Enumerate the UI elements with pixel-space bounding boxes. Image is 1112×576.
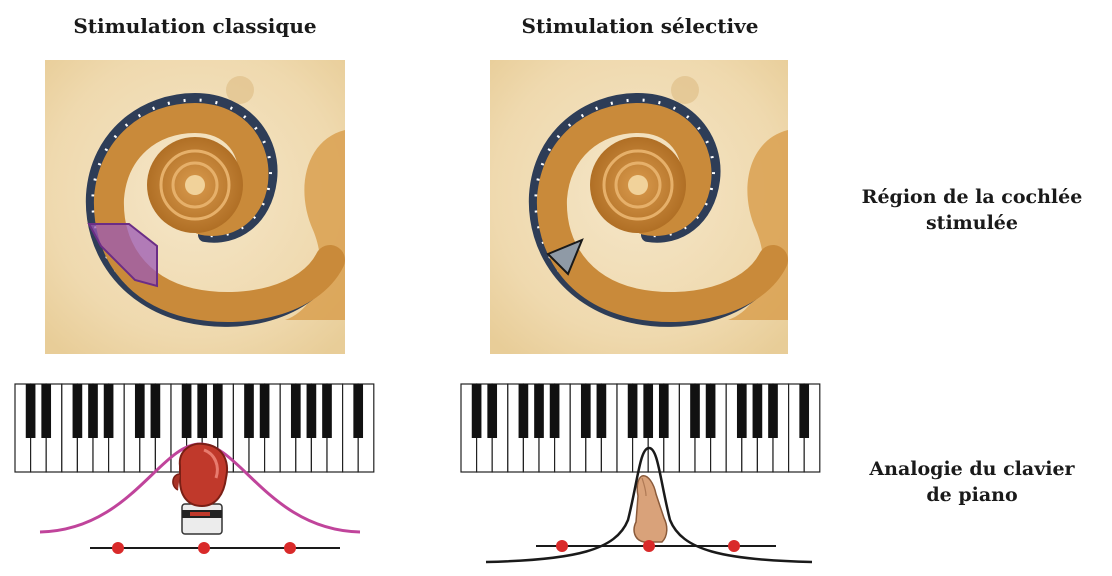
black-key (768, 384, 778, 438)
black-key (135, 384, 145, 438)
black-key (659, 384, 669, 438)
cochlea-image-classique (45, 60, 345, 354)
black-key (487, 384, 497, 438)
black-key (737, 384, 747, 438)
electrode-dot-2 (643, 540, 655, 552)
piano-analogy-classique (10, 370, 380, 570)
black-key (73, 384, 83, 438)
black-key (104, 384, 114, 438)
black-key (322, 384, 332, 438)
black-key (628, 384, 638, 438)
black-key (182, 384, 192, 438)
black-key (213, 384, 223, 438)
title-stimulation-selective: Stimulation sélective (490, 14, 790, 38)
black-key (260, 384, 270, 438)
black-key (353, 384, 363, 438)
black-key (307, 384, 317, 438)
label-region-cochlee: Région de la cochlée stimulée (838, 184, 1106, 236)
label-piano-line2: de piano (838, 482, 1106, 508)
black-key (26, 384, 36, 438)
electrode-dot-1 (112, 542, 124, 554)
electrode-dot-3 (284, 542, 296, 554)
black-key (291, 384, 301, 438)
label-region-line1: Région de la cochlée (838, 184, 1106, 210)
black-key (550, 384, 560, 438)
label-region-line2: stimulée (838, 210, 1106, 236)
electrode-dot-2 (198, 542, 210, 554)
black-key (197, 384, 207, 438)
cochlea-center (185, 175, 205, 195)
electrode-dot-1 (556, 540, 568, 552)
cochlea-spot (226, 76, 254, 104)
black-key (151, 384, 161, 438)
black-key (472, 384, 482, 438)
black-key (799, 384, 809, 438)
black-key (244, 384, 254, 438)
black-key (753, 384, 763, 438)
black-key (519, 384, 529, 438)
black-key (534, 384, 544, 438)
label-piano-line1: Analogie du clavier (838, 456, 1106, 482)
black-key (597, 384, 607, 438)
black-key (643, 384, 653, 438)
piano-analogy-selective (456, 370, 826, 576)
cochlea-center (628, 175, 648, 195)
title-stimulation-classique: Stimulation classique (45, 14, 345, 38)
cochlea-spot (671, 76, 699, 104)
black-key (41, 384, 51, 438)
cochlea-image-selective (490, 60, 788, 354)
black-key (581, 384, 591, 438)
black-key (690, 384, 700, 438)
label-analogie-piano: Analogie du clavier de piano (838, 456, 1106, 508)
black-key (706, 384, 716, 438)
electrode-dot-3 (728, 540, 740, 552)
boxing-glove-icon (173, 444, 227, 534)
black-key (88, 384, 98, 438)
